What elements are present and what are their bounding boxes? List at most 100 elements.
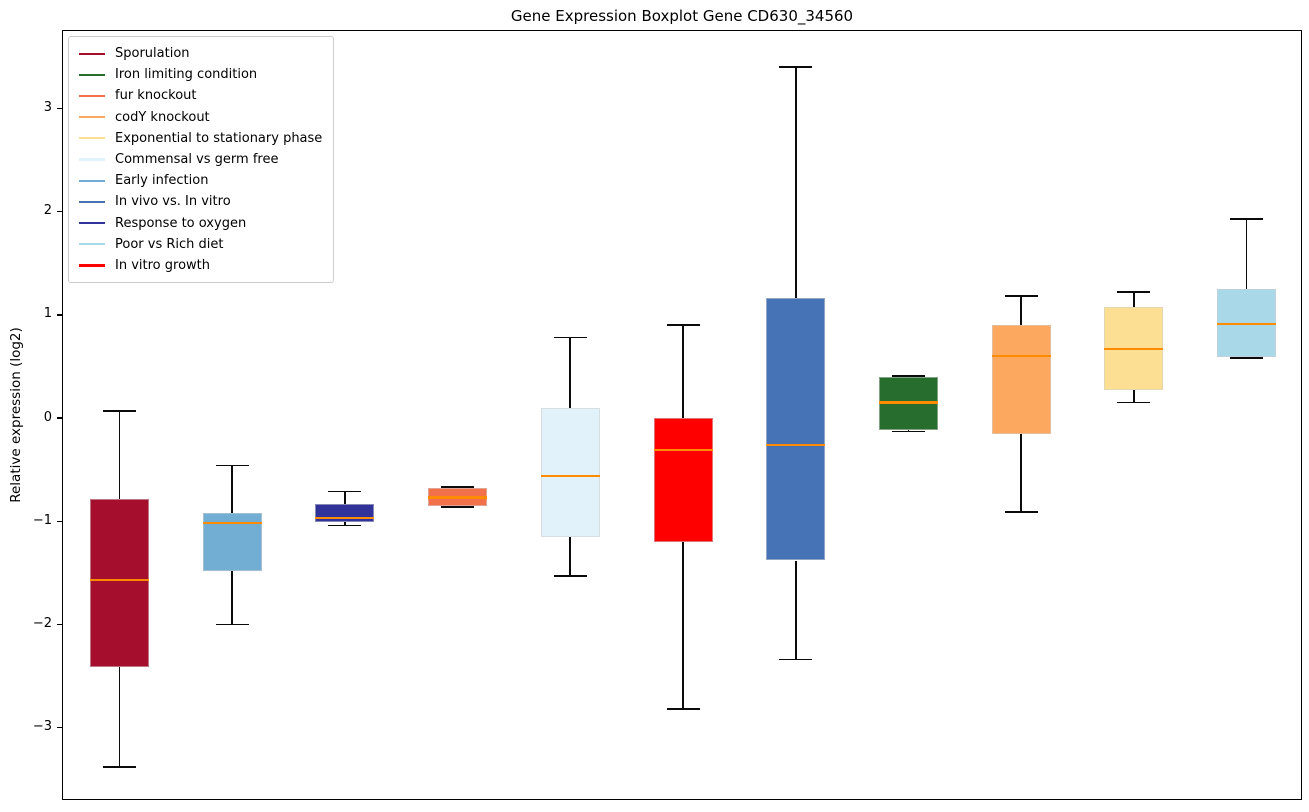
y-tick-label: 0: [43, 409, 52, 425]
legend-item: Early infection: [79, 170, 322, 191]
legend-item: In vivo vs. In vitro: [79, 191, 322, 212]
whisker-cap-lower: [328, 524, 362, 527]
legend-label: Iron limiting condition: [115, 67, 258, 83]
whisker-cap-lower: [1117, 401, 1151, 404]
whisker-cap-upper: [102, 410, 136, 412]
y-tick-label: 1: [43, 306, 52, 322]
legend-swatch: [79, 73, 105, 76]
y-tick-label: −3: [32, 719, 52, 735]
legend-swatch: [79, 264, 105, 267]
y-tick-mark: [57, 520, 62, 522]
whisker-cap-upper: [1230, 218, 1264, 220]
median-line: [428, 496, 488, 499]
y-tick-mark: [57, 107, 62, 110]
chart-title: Gene Expression Boxplot Gene CD630_34560: [510, 7, 854, 25]
whisker-cap-upper: [328, 490, 362, 493]
legend-swatch: [79, 137, 105, 140]
whisker-cap-upper: [891, 374, 925, 377]
median-line: [653, 448, 713, 452]
median-line: [1217, 323, 1277, 326]
whisker-upper: [118, 410, 121, 499]
legend-item: Commensal vs germ free: [79, 149, 322, 170]
whisker-cap-upper: [1117, 291, 1151, 293]
legend-label: Poor vs Rich diet: [115, 236, 224, 252]
y-tick-mark: [57, 417, 62, 419]
legend-label: fur knockout: [115, 88, 197, 104]
whisker-cap-lower: [215, 623, 249, 626]
y-tick-label: 2: [43, 203, 52, 219]
legend-swatch: [79, 243, 105, 246]
median-line: [202, 522, 262, 525]
whisker-lower: [231, 570, 233, 625]
legend-swatch: [79, 200, 105, 203]
legend-swatch: [79, 158, 105, 161]
whisker-cap-upper: [1004, 295, 1038, 298]
legend-item: In vitro growth: [79, 255, 322, 276]
y-tick-label: −1: [32, 512, 52, 528]
legend-swatch: [79, 222, 105, 225]
legend-label: In vivo vs. In vitro: [115, 194, 231, 210]
legend-swatch: [79, 179, 105, 182]
median-line: [540, 474, 600, 477]
legend-label: codY knockout: [115, 109, 210, 125]
whisker-lower: [1133, 390, 1135, 403]
whisker-cap-lower: [441, 506, 475, 508]
y-tick-mark: [57, 314, 62, 316]
whisker-upper: [231, 465, 233, 513]
legend-swatch: [79, 116, 105, 119]
whisker-cap-upper: [779, 66, 813, 68]
whisker-cap-lower: [1004, 511, 1038, 513]
whisker-cap-upper: [666, 324, 700, 326]
legend-item: codY knockout: [79, 107, 322, 128]
median-line: [766, 443, 826, 446]
whisker-lower: [682, 541, 684, 710]
boxplot-box: [315, 503, 375, 523]
whisker-cap-lower: [891, 430, 925, 433]
whisker-upper: [344, 491, 346, 504]
whisker-upper: [1133, 292, 1135, 307]
whisker-cap-lower: [666, 708, 700, 710]
whisker-upper: [1020, 296, 1022, 326]
legend-swatch: [79, 52, 105, 55]
median-line: [878, 401, 938, 404]
boxplot-box: [540, 407, 600, 537]
whisker-lower: [344, 522, 346, 526]
whisker-upper: [569, 337, 572, 408]
legend-label: In vitro growth: [115, 257, 210, 273]
legend-item: Poor vs Rich diet: [79, 234, 322, 255]
whisker-upper: [682, 325, 684, 419]
y-tick-mark: [57, 727, 62, 729]
legend-item: Iron limiting condition: [79, 64, 322, 85]
median-line: [89, 579, 149, 582]
whisker-upper: [794, 67, 797, 299]
whisker-lower: [1020, 433, 1022, 512]
plot-area: [62, 30, 1302, 800]
whisker-lower: [569, 536, 572, 576]
y-tick-mark: [57, 210, 62, 213]
boxplot-box: [89, 498, 149, 667]
whisker-lower: [118, 666, 121, 767]
median-line: [315, 517, 375, 520]
legend-label: Commensal vs germ free: [115, 152, 279, 168]
legend-swatch: [79, 94, 105, 98]
y-tick-label: 3: [43, 99, 52, 115]
whisker-cap-upper: [553, 336, 587, 339]
whisker-lower: [794, 560, 797, 660]
boxplot-box: [766, 298, 826, 561]
whisker-cap-upper: [215, 464, 249, 467]
whisker-cap-lower: [102, 766, 136, 768]
median-line: [991, 355, 1051, 358]
legend-label: Early infection: [115, 173, 209, 189]
legend-item: Response to oxygen: [79, 213, 322, 234]
whisker-cap-upper: [441, 486, 475, 488]
boxplot-box: [991, 325, 1051, 434]
legend-label: Exponential to stationary phase: [115, 130, 323, 146]
median-line: [1104, 347, 1164, 350]
y-tick-mark: [57, 623, 62, 626]
legend-item: fur knockout: [79, 85, 322, 106]
whisker-cap-lower: [553, 575, 587, 577]
boxplot-box: [653, 418, 713, 542]
legend-item: Sporulation: [79, 43, 322, 64]
